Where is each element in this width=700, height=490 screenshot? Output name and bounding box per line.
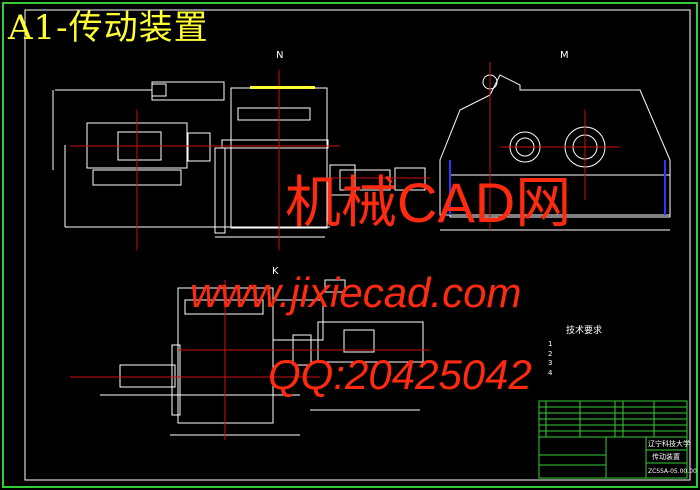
technical-notes: 技术要求 1 2 3 4 xyxy=(548,326,602,378)
view-label-m: M xyxy=(560,50,569,61)
view-n-centerlines xyxy=(70,70,430,250)
top-cover-highlight xyxy=(250,86,315,89)
drawing-title: A1-传动装置 xyxy=(8,8,209,48)
view-k-centerlines xyxy=(70,280,430,440)
title-block-company: 辽宁科技大学 xyxy=(648,440,690,448)
title-block-drawing-number: ZCS5A-05.00.00 xyxy=(648,468,697,475)
title-block-drawing-name: 传动装置 xyxy=(652,453,680,461)
note-item: 1 xyxy=(548,340,553,348)
watermark-qq: QQ:20425042 xyxy=(268,351,532,398)
notes-heading: 技术要求 xyxy=(566,326,603,336)
watermark-site-name: 机械CAD网 xyxy=(285,171,572,234)
view-k xyxy=(100,279,424,436)
note-item: 3 xyxy=(548,359,553,367)
watermark-url: www.jixiecad.com xyxy=(190,269,522,316)
view-label-n: N xyxy=(276,50,284,61)
view-m-blue-lines xyxy=(449,160,666,215)
title-block xyxy=(538,400,688,479)
view-m-centerlines xyxy=(489,62,620,230)
drawing-frame xyxy=(24,9,691,481)
note-item: 4 xyxy=(548,368,553,377)
view-label-k: K xyxy=(272,266,279,277)
note-item: 2 xyxy=(548,349,553,358)
